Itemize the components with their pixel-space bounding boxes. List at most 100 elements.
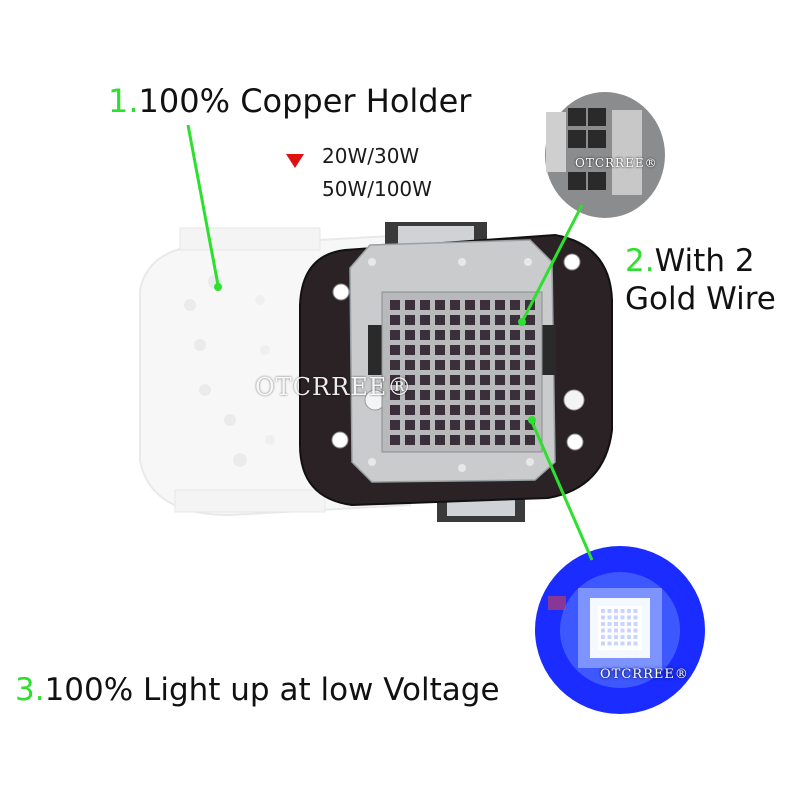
glow-led-die — [633, 628, 638, 633]
led-die — [450, 315, 460, 325]
led-die — [465, 360, 475, 370]
led-die — [495, 330, 505, 340]
led-die — [480, 405, 490, 415]
glow-led-die — [620, 622, 625, 626]
gold-wire-inset — [545, 92, 665, 218]
feature-number: 1. — [108, 82, 139, 120]
led-die — [510, 345, 520, 355]
feature-copper-holder: 1.100% Copper Holder — [108, 82, 471, 120]
led-die — [420, 375, 430, 385]
led-die — [435, 330, 445, 340]
glow-led-die — [607, 628, 612, 633]
led-die — [525, 435, 535, 445]
glow-led-die — [607, 615, 612, 620]
feature-gold-wire: 2.With 2 Gold Wire — [625, 242, 776, 318]
led-die — [450, 435, 460, 445]
led-die — [405, 315, 415, 325]
glow-led-die — [620, 628, 625, 633]
led-die — [450, 300, 460, 310]
led-die — [390, 405, 400, 415]
led-die — [450, 345, 460, 355]
led-die — [450, 390, 460, 400]
led-die — [420, 330, 430, 340]
led-die — [510, 405, 520, 415]
glow-led-die — [620, 635, 625, 639]
led-die — [480, 300, 490, 310]
led-die — [390, 420, 400, 430]
led-die — [450, 330, 460, 340]
glow-led-die — [614, 641, 618, 646]
led-die — [525, 360, 535, 370]
led-die — [420, 435, 430, 445]
led-die — [465, 330, 475, 340]
led-die — [495, 405, 505, 415]
wattage-line-1: 20W/30W — [322, 144, 420, 168]
led-die — [495, 300, 505, 310]
led-die — [435, 360, 445, 370]
glow-led-die — [633, 609, 638, 613]
led-die — [495, 360, 505, 370]
led-die — [465, 435, 475, 445]
glow-led-die — [601, 615, 605, 620]
glow-led-die — [601, 628, 605, 633]
feature-text-line-2: Gold Wire — [625, 281, 776, 317]
led-die — [525, 315, 535, 325]
led-die — [465, 345, 475, 355]
led-die — [405, 390, 415, 400]
glow-led-die — [627, 609, 631, 613]
feature-number: 3. — [15, 672, 45, 708]
led-die — [480, 315, 490, 325]
led-die — [435, 375, 445, 385]
glow-led-die — [633, 635, 638, 639]
led-die — [525, 375, 535, 385]
led-die — [435, 405, 445, 415]
glowing-led-inset — [535, 546, 705, 714]
feature-text: 100% Light up at low Voltage — [44, 672, 500, 708]
glow-led-die — [601, 641, 605, 646]
led-die — [420, 360, 430, 370]
watermark-inset: OTCRREE® — [575, 156, 658, 170]
led-die — [390, 300, 400, 310]
glow-led-die — [601, 622, 605, 626]
glow-led-die — [627, 641, 631, 646]
glow-led-die — [607, 609, 612, 613]
glow-led-die — [627, 635, 631, 639]
led-die — [405, 360, 415, 370]
led-die — [405, 405, 415, 415]
led-die — [420, 300, 430, 310]
led-die — [435, 435, 445, 445]
led-die — [450, 360, 460, 370]
feature-text-line-1: With 2 — [654, 243, 755, 279]
led-die — [480, 345, 490, 355]
led-die — [480, 375, 490, 385]
led-die — [510, 375, 520, 385]
pointer-lines — [186, 124, 594, 561]
led-die — [525, 420, 535, 430]
led-die — [420, 315, 430, 325]
led-die — [435, 420, 445, 430]
glow-led-die — [601, 635, 605, 639]
glow-led-die — [620, 615, 625, 620]
glow-led-die — [607, 622, 612, 626]
led-die — [420, 345, 430, 355]
led-die — [480, 330, 490, 340]
wattage-options: 20W/30W 50W/100W — [322, 140, 432, 206]
led-die — [480, 420, 490, 430]
watermark-glow: OTCRREE® — [600, 667, 689, 682]
glow-led-die — [614, 622, 618, 626]
led-die — [405, 435, 415, 445]
glow-led-die — [627, 615, 631, 620]
led-die — [480, 390, 490, 400]
led-die — [405, 330, 415, 340]
led-die — [390, 330, 400, 340]
led-die — [465, 300, 475, 310]
led-die — [405, 300, 415, 310]
led-die — [525, 330, 535, 340]
pointer-triangle-icon — [286, 154, 304, 168]
led-die — [405, 420, 415, 430]
led-die — [510, 300, 520, 310]
feature-text: 100% Copper Holder — [138, 82, 472, 120]
led-die — [420, 390, 430, 400]
wattage-line-2: 50W/100W — [322, 177, 432, 201]
led-die — [435, 345, 445, 355]
